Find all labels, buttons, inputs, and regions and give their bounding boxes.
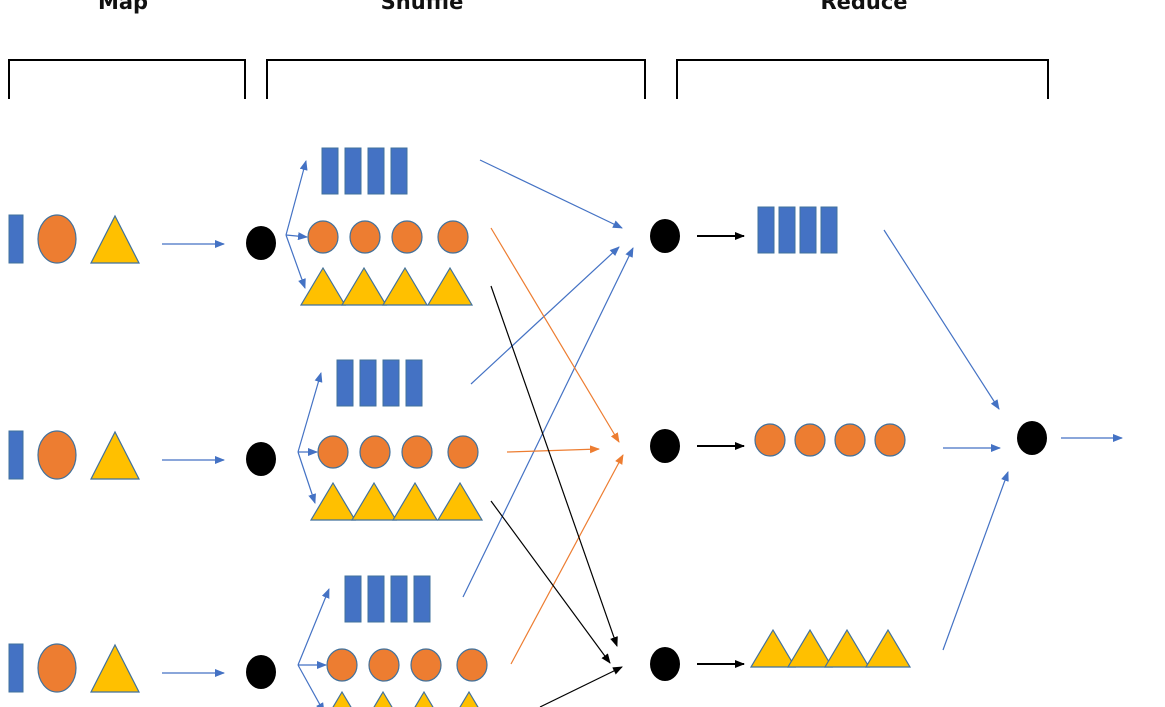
mapper-2-triangle-1 [309, 481, 357, 521]
input-circle-1 [37, 214, 77, 264]
mapper-2-rect-3 [382, 359, 400, 407]
mapper-3-rect-1 [344, 575, 362, 623]
mapper-3-rect-4 [413, 575, 431, 623]
mapper-node-1 [246, 226, 276, 260]
shuffle-edge-m3-rect-to-r1 [462, 247, 634, 598]
fork-arrow-1-circle [285, 232, 308, 241]
fork-arrow-2-triangle [297, 451, 316, 504]
mapper-1-circle-4 [437, 220, 469, 254]
mapper-1-circle-2 [349, 220, 381, 254]
mapper-3-circle-1 [326, 648, 358, 682]
mapper-3-rect-3 [390, 575, 408, 623]
mapper-2-rect-4 [405, 359, 423, 407]
shuffle-edge-m1-circle-to-r2 [490, 227, 620, 443]
mapper-1-triangle-1 [299, 266, 347, 306]
input-rect-2 [8, 430, 24, 480]
reducer-3-triangle-1 [749, 628, 797, 668]
final-output-node [1017, 421, 1047, 455]
mapper-2-rect-1 [336, 359, 354, 407]
reducer-1-rect-1 [757, 206, 775, 254]
mapper-2-triangle-3 [391, 481, 439, 521]
mapper-2-rect-2 [359, 359, 377, 407]
mapper-3-triangle-1 [332, 690, 352, 707]
fork-arrow-1-triangle [285, 234, 306, 289]
input-circle-3 [37, 643, 77, 693]
reducer-1-rect-2 [778, 206, 796, 254]
input-triangle-1 [90, 214, 140, 264]
reducer-2-circle-4 [874, 423, 906, 457]
reducer-1-rect-3 [799, 206, 817, 254]
mapper-3-circle-3 [410, 648, 442, 682]
mapper-3-rect-2 [367, 575, 385, 623]
mapper-3-triangle-2 [373, 690, 393, 707]
shuffle-edge-m1-rect-to-r1 [479, 159, 623, 229]
mapper-2-triangle-4 [436, 481, 484, 521]
mapper-3-triangle-3 [414, 690, 434, 707]
edges-layer [162, 159, 1123, 707]
bracket-reduce [676, 59, 1049, 99]
mapper-1-rect-4 [390, 147, 408, 195]
shapes-layer [8, 147, 1047, 707]
mapper-1-rect-2 [344, 147, 362, 195]
mapper-1-triangle-3 [381, 266, 429, 306]
shuffle-edge-m2-rect-to-r1 [470, 246, 620, 385]
mapper-2-circle-4 [447, 435, 479, 469]
stage-title-reduce: Reduce [820, 0, 908, 14]
mapper-node-2 [246, 442, 276, 476]
input-triangle-2 [90, 430, 140, 480]
mapper-3-circle-2 [368, 648, 400, 682]
shuffle-edge-m3-triangle-to-r3 [539, 666, 623, 707]
fork-arrow-3-rect [297, 588, 330, 666]
reducer-1-rect-4 [820, 206, 838, 254]
input-rect-3 [8, 643, 24, 693]
input-rect-1 [8, 214, 24, 264]
mapper-1-circle-3 [391, 220, 423, 254]
mapper-2-circle-3 [401, 435, 433, 469]
fork-arrow-3-triangle [297, 664, 325, 707]
reduce-out-arrow-1 [883, 229, 1000, 410]
reduce-out-arrow-3 [942, 471, 1009, 651]
shuffle-edge-m1-triangle-to-r3 [490, 285, 618, 647]
reducer-3-triangle-4 [864, 628, 912, 668]
fork-arrow-2-rect [297, 372, 323, 453]
mapper-1-circle-1 [307, 220, 339, 254]
shuffle-edge-m2-circle-to-r2 [506, 445, 600, 454]
stage-title-shuffle: Shuffle [380, 0, 464, 14]
reducer-2-circle-2 [794, 423, 826, 457]
stage-title-map: Map [97, 0, 149, 14]
reducer-3-triangle-3 [823, 628, 871, 668]
stage-brackets [8, 59, 1049, 99]
mapper-1-triangle-4 [426, 266, 474, 306]
reducer-2-circle-3 [834, 423, 866, 457]
reducer-node-2 [650, 429, 680, 463]
mapper-2-circle-1 [317, 435, 349, 469]
input-circle-2 [37, 430, 77, 480]
mapper-node-3 [246, 655, 276, 689]
mapper-1-rect-3 [367, 147, 385, 195]
mapper-2-triangle-2 [350, 481, 398, 521]
mapper-2-circle-2 [359, 435, 391, 469]
bracket-map [8, 59, 246, 99]
reducer-node-3 [650, 647, 680, 681]
mapper-1-triangle-2 [340, 266, 388, 306]
input-triangle-3 [90, 643, 140, 693]
reducer-3-triangle-2 [786, 628, 834, 668]
reducer-node-1 [650, 219, 680, 253]
mapper-3-circle-4 [456, 648, 488, 682]
reducer-2-circle-1 [754, 423, 786, 457]
fork-arrow-1-rect [285, 160, 308, 236]
mapper-3-triangle-4 [459, 690, 479, 707]
shuffle-edge-m2-triangle-to-r3 [490, 500, 611, 664]
shuffle-edge-m3-circle-to-r2 [510, 454, 624, 665]
bracket-shuffle [266, 59, 646, 99]
mapper-1-rect-1 [321, 147, 339, 195]
